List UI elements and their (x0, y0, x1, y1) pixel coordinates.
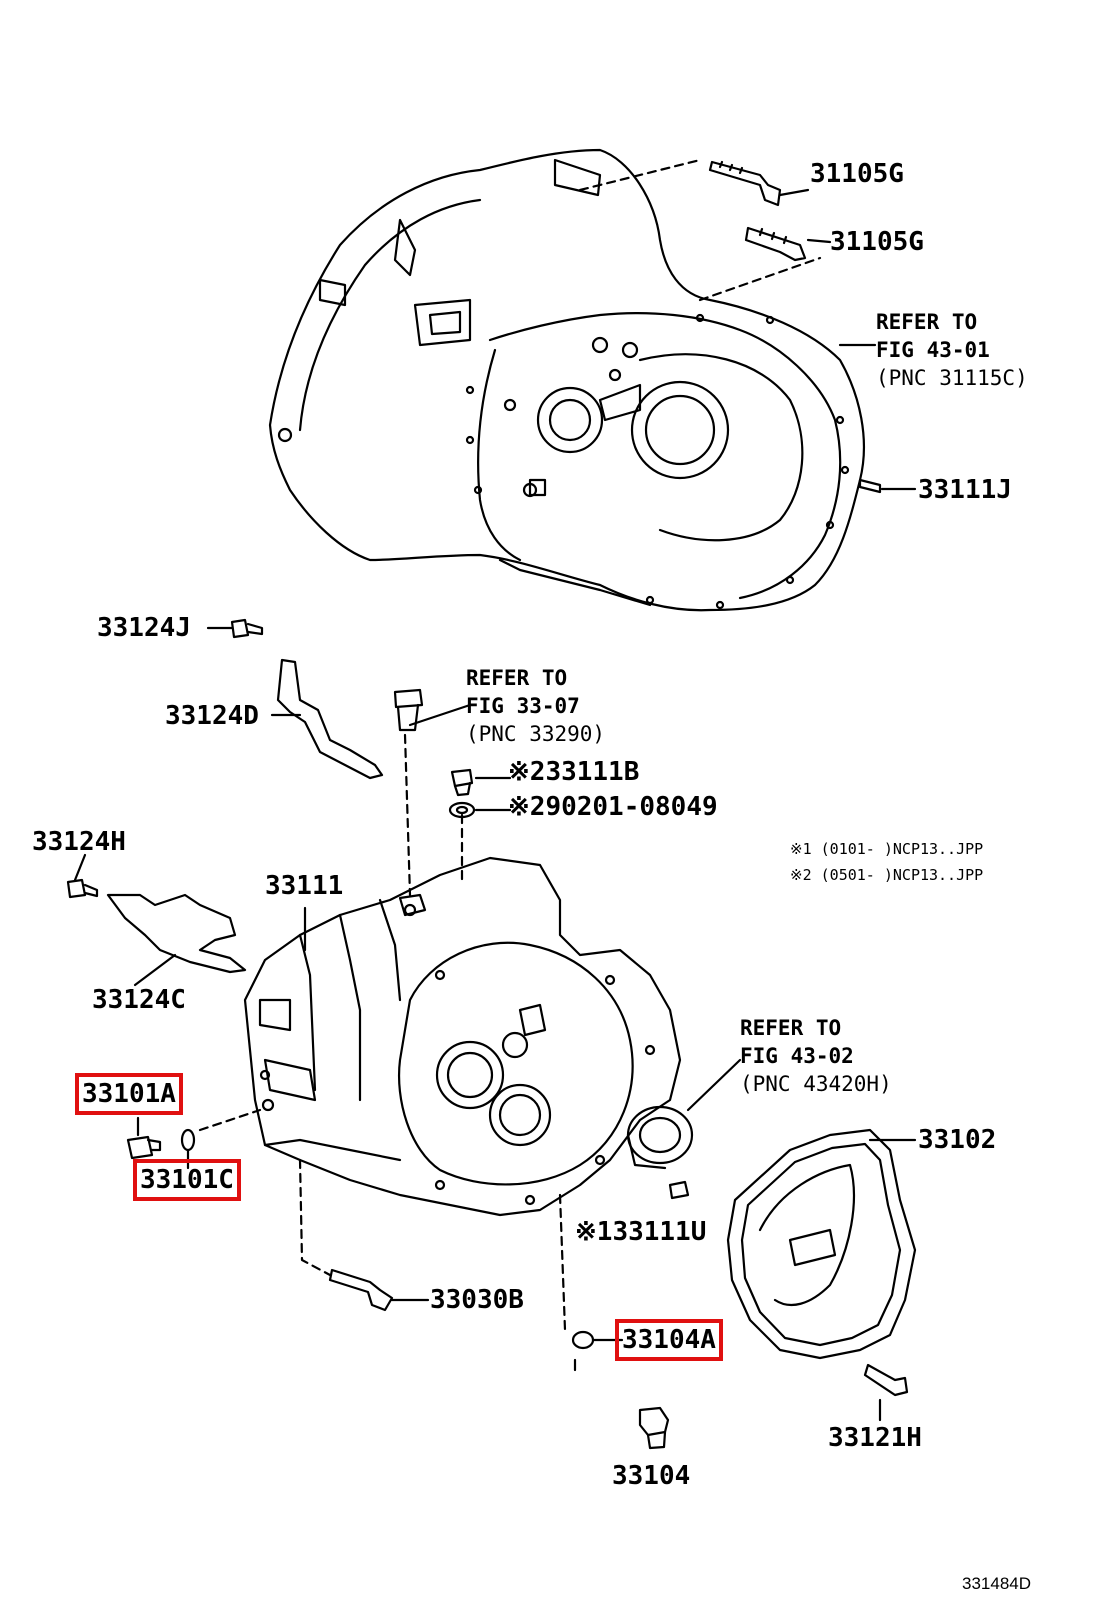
leader-31105g-a (578, 158, 702, 192)
gasket-33104a (571, 1330, 624, 1350)
gasket-290201 (448, 801, 512, 819)
figure-id: 331484D (962, 1574, 1032, 1593)
label-33124d: 33124D (165, 701, 259, 731)
ref-line: REFER TO (466, 666, 568, 690)
label-33124h: 33124H (32, 827, 126, 857)
applicability-notes: ※1 (0101- )NCP13..JPP ※2 (0501- )NCP13..… (790, 836, 983, 888)
pin-33111u (668, 1180, 690, 1200)
ref-line: FIG 43-01 (876, 338, 990, 362)
reference-fig-43-02: REFER TO FIG 43-02 (PNC 43420H) (740, 1014, 892, 1098)
bolt-33030b (328, 1268, 430, 1312)
label-33101a: 33101A (75, 1073, 183, 1115)
ref-line: (PNC 31115C) (876, 366, 1028, 390)
lower-housing (243, 856, 694, 1217)
upper-housing (268, 148, 866, 612)
reference-fig-43-01: REFER TO FIG 43-01 (PNC 31115C) (876, 308, 1028, 392)
label-33124j: 33124J (97, 613, 191, 643)
leader-33030b (298, 1158, 332, 1277)
bolt-33121h (863, 1363, 909, 1422)
plug-33111b (450, 768, 512, 797)
leader-33290 (403, 733, 412, 897)
washer-33101c (180, 1128, 196, 1170)
ref-line: REFER TO (740, 1016, 842, 1040)
leader-ref2 (408, 703, 472, 727)
bolt-33124j (206, 618, 264, 639)
reference-fig-33-07: REFER TO FIG 33-07 (PNC 33290) (466, 664, 605, 748)
label-33111u: ※133111U (575, 1217, 707, 1247)
bracket-33124c (106, 893, 247, 987)
ref-line: (PNC 33290) (466, 722, 606, 746)
leader-drain (558, 1193, 567, 1332)
plug-33104 (638, 1406, 670, 1450)
label-33111j: 33111J (918, 475, 1012, 505)
bolt-31105g-b (744, 226, 832, 262)
label-31105g-a: 31105G (810, 159, 904, 189)
ref-line: FIG 43-02 (740, 1044, 854, 1068)
leader-plug-left (198, 1108, 262, 1132)
label-33121h: 33121H (828, 1423, 922, 1453)
bracket-33124d (270, 658, 384, 780)
ref-line: (PNC 43420H) (740, 1072, 892, 1096)
label-33102: 33102 (918, 1125, 997, 1155)
plug-33101a (126, 1116, 162, 1160)
cover-33102 (726, 1128, 917, 1360)
breather-33290 (393, 688, 424, 732)
leader-31105g-b (698, 256, 822, 302)
label-33101c: 33101C (133, 1159, 241, 1201)
bolt-33124h (66, 853, 99, 899)
label-33104a: 33104A (615, 1319, 723, 1361)
label-33104: 33104 (612, 1461, 691, 1491)
label-33111: 33111 (265, 871, 344, 901)
pin-33111j (858, 478, 917, 494)
leader-ref3 (686, 1058, 742, 1112)
ref-line: FIG 33-07 (466, 694, 580, 718)
label-290201-08049: ※290201-08049 (508, 792, 718, 822)
label-31105g-b: 31105G (830, 227, 924, 257)
note-line: ※2 (0501- )NCP13..JPP (790, 866, 984, 884)
note-line: ※1 (0101- )NCP13..JPP (790, 840, 984, 858)
label-33111b: ※233111B (508, 757, 640, 787)
ref-line: REFER TO (876, 310, 978, 334)
label-33030b: 33030B (430, 1285, 524, 1315)
bolt-31105g-a (708, 160, 810, 207)
label-33124c: 33124C (92, 985, 186, 1015)
